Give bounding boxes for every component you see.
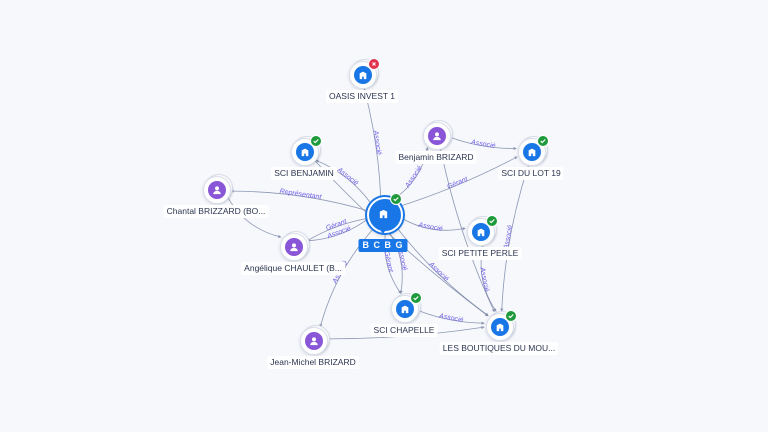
- node-disc: [203, 176, 231, 204]
- edge-label: Gérant: [382, 250, 394, 273]
- edge-label: Associé: [404, 165, 424, 190]
- node-disc: [518, 138, 546, 166]
- edge-label: Associé: [427, 260, 450, 283]
- node-label: Jean-Michel BRIZARD: [267, 356, 359, 369]
- person-icon: [428, 127, 446, 145]
- building-icon: [396, 300, 414, 318]
- node-label: SCI DU LOT 19: [498, 167, 564, 180]
- edge-label: Associé: [438, 313, 464, 325]
- check-icon: [410, 292, 422, 304]
- edge-benjamin_brizard-boutiques: [440, 149, 495, 313]
- node-label: Angélique CHAULET (B...: [241, 262, 345, 275]
- check-icon: [310, 135, 322, 147]
- node-label: SCI PETITE PERLE: [438, 247, 522, 260]
- edge-label: Associé: [503, 225, 514, 251]
- building-icon: [472, 223, 490, 241]
- check-icon: [537, 135, 549, 147]
- check-icon: [486, 215, 498, 227]
- edge-label: Associé: [372, 129, 383, 155]
- edge-bcbg-sci_petite_perle: [397, 215, 466, 231]
- node-label: SCI CHAPELLE: [370, 324, 438, 337]
- edge-bcbg-chantal: [230, 189, 369, 212]
- node-label: OASIS INVEST 1: [326, 90, 398, 103]
- edge-benjamin_brizard-sci_du_lot: [450, 137, 517, 151]
- building-icon: [354, 66, 372, 84]
- node-label: LES BOUTIQUES DU MOU...: [439, 342, 559, 355]
- building-icon: [296, 143, 314, 161]
- building-icon: [491, 318, 509, 336]
- edge-chantal-angelique: [227, 197, 282, 239]
- closed-icon: [368, 58, 380, 70]
- node-label: Chantal BRIZZARD (BO...: [163, 205, 269, 218]
- edge-label: Associé: [470, 139, 496, 150]
- node-disc: [280, 233, 308, 261]
- node-label: Benjamin BRIZARD: [395, 151, 477, 164]
- check-icon: [505, 310, 517, 322]
- edge-bcbg-sci_du_lot: [396, 156, 518, 208]
- edge-bcbg-sci_chapelle: [384, 227, 402, 294]
- edge-sci_du_lot-boutiques: [500, 165, 529, 312]
- node-label: B C B G: [358, 239, 408, 252]
- node-disc: [467, 218, 495, 246]
- edge-label: Associé: [417, 222, 443, 234]
- node-disc: [423, 122, 451, 150]
- edge-bcbg-angelique: [306, 217, 369, 242]
- node-disc: [349, 61, 377, 89]
- building-icon: [374, 204, 392, 222]
- node-disc: [300, 327, 328, 355]
- person-icon: [285, 238, 303, 256]
- check-icon: [390, 193, 402, 205]
- person-icon: [208, 181, 226, 199]
- edge-label: Associé: [478, 266, 490, 292]
- person-icon: [305, 332, 323, 350]
- edge-bcbg-boutiques: [393, 223, 489, 316]
- edge-label: Associé: [335, 166, 359, 187]
- node-label: SCI BENJAMIN: [271, 167, 337, 180]
- edge-bcbg-sci_chapelle: [385, 227, 403, 294]
- pointer-icon: [378, 227, 388, 234]
- edge-label: Représentant: [279, 188, 323, 201]
- edge-bcbg-sci_benjamin: [315, 159, 372, 204]
- edge-bcbg-angelique: [306, 217, 370, 243]
- building-icon: [523, 143, 541, 161]
- edge-sci_chapelle-boutiques: [418, 310, 485, 325]
